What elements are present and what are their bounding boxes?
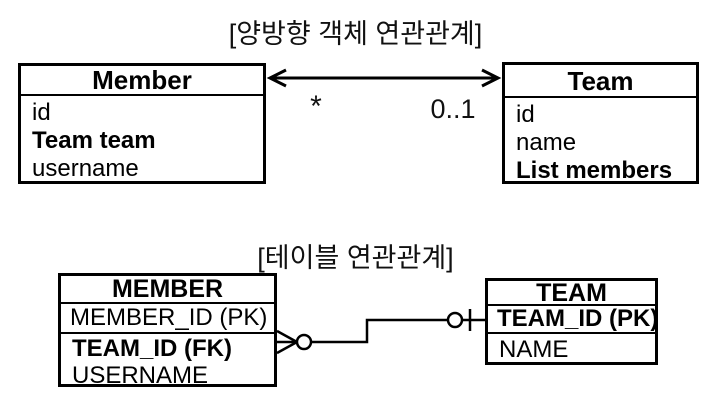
member-table-box: MEMBER MEMBER_ID (PK) TEAM_ID (FK) USERN…	[58, 273, 277, 389]
team-table-name: TEAM	[488, 281, 655, 306]
team-table-name-column: NAME	[499, 336, 569, 363]
table-relationship-connector	[276, 309, 485, 355]
zero-circle-right-icon	[446, 311, 464, 329]
member-table-name: MEMBER	[61, 276, 274, 304]
table-diagram-title: [테이블 연관관계]	[257, 243, 454, 273]
member-field-id: id	[32, 99, 51, 126]
team-table-box: TEAM TEAM_ID (PK) NAME	[485, 278, 658, 365]
arrowhead-left-icon	[266, 68, 287, 88]
team-table-columns: NAME	[488, 334, 655, 365]
member-table-columns: TEAM_ID (FK) USERNAME	[61, 334, 274, 389]
member-field-team: Team team	[32, 127, 156, 154]
multiplicity-zero-one-label: 0..1	[430, 94, 476, 124]
member-table-username-column: USERNAME	[72, 362, 209, 389]
object-diagram-title: [양방향 객체 연관관계]	[228, 19, 483, 49]
multiplicity-many-label: *	[310, 90, 322, 123]
connector-elbow-line	[311, 318, 448, 344]
team-field-members: List members	[516, 157, 673, 184]
member-field-username: username	[32, 155, 139, 182]
member-class-fields: id Team team username	[21, 96, 263, 183]
team-table-pk-row: TEAM_ID (PK)	[488, 306, 655, 334]
zero-circle-left-icon	[295, 333, 313, 351]
arrowhead-right-icon	[481, 68, 502, 88]
team-class-box: Team id name List members	[502, 62, 699, 184]
team-class-name: Team	[505, 65, 696, 98]
member-class-box: Member id Team team username	[18, 63, 266, 184]
member-class-name: Member	[21, 66, 263, 96]
bidirectional-arrow	[266, 68, 502, 88]
crow-foot-many-icon	[276, 329, 298, 355]
team-field-name: name	[516, 129, 577, 156]
member-table-pk-row: MEMBER_ID (PK)	[61, 304, 274, 334]
team-field-id: id	[516, 101, 535, 128]
team-class-fields: id name List members	[505, 98, 696, 185]
member-table-fk-column: TEAM_ID (FK)	[72, 335, 232, 362]
